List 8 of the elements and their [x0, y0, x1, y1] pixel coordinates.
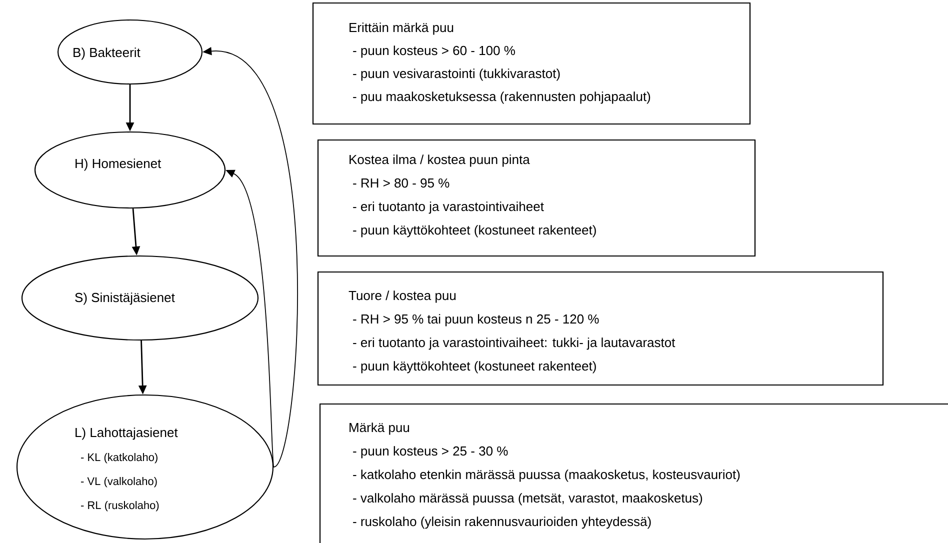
ellipse-node: L) Lahottajasienet - KL (katkolaho) - VL (valkolaho) - RL (ruskolaho) — [16, 394, 274, 540]
text-box: Kostea ilma / kostea puun pinta - RH > 80 - 95 % - eri tuotanto ja varastointivaiheet - puun käyttökohteet (kostuneet rakenteet) — [317, 139, 756, 257]
ellipse-node: H) Homesienet — [34, 131, 226, 209]
text-box: Märkä puu - puun kosteus > 25 - 30 % - katkolaho etenkin märässä puussa (maakosketus, kosteusvauriot) - valkolaho märässä puussa (metsät, varastot, maakosketus) - ruskolaho (yleisin rakennusvaurioiden yhteydessä) — [319, 403, 948, 543]
text-box: Tuore / kostea puu - RH > 95 % tai puun kosteus n 25 - 120 % - eri tuotanto ja varastointivaiheet: tukki- ja lautavarastot - puun käyttökohteet (kostuneet rakenteet) — [317, 271, 884, 386]
ellipse-node: S) Sinistäjäsienet — [21, 255, 259, 341]
ellipse-node: B) Bakteerit — [57, 19, 203, 85]
text-box: Erittäin märkä puu - puun kosteus > 60 - 100 % - puun vesivarastointi (tukkivarastot) - puu maakosketuksessa (rakennusten pohjapaalut) — [312, 2, 751, 125]
